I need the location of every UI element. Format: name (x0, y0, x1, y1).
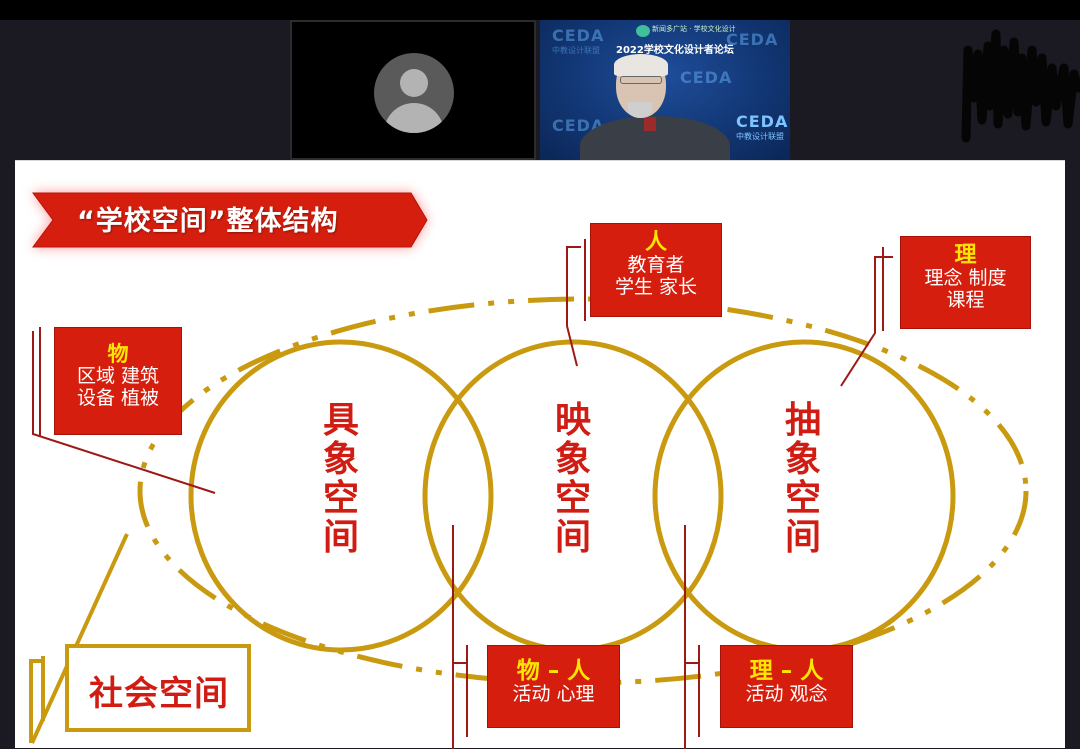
brand-watermark: CEDA (680, 68, 733, 87)
speaker-glasses (620, 76, 662, 84)
event-title: 2022学校文化设计者论坛 (616, 45, 734, 56)
circle-label-concrete-space: 具象空间 (322, 400, 359, 558)
scribble-annotation (961, 29, 1080, 143)
circle-concrete-space (188, 339, 494, 653)
label-box-things: 物 区域 建筑 设备 植被 (54, 327, 182, 435)
participant-tile-camera-off[interactable] (290, 20, 536, 160)
social-space-box: 社会空间 (65, 644, 251, 732)
circle-label-mapped-space: 映象空间 (554, 400, 591, 558)
user-avatar-icon (374, 53, 454, 133)
label-box-principles: 理 理念 制度 课程 (900, 236, 1031, 329)
slide-title-banner: “学校空间”整体结构 (27, 185, 429, 255)
event-logo-icon (636, 25, 650, 37)
top-bar (0, 0, 1080, 20)
social-space-label: 社会空间 (89, 674, 229, 714)
speaker-hair (614, 54, 668, 76)
label-box-people: 人 教育者 学生 家长 (590, 223, 722, 317)
event-logo-text: 新闻多广站 · 学校文化设计 (652, 25, 736, 33)
speaker-beard (628, 102, 652, 118)
presentation-slide: “学校空间”整体结构 (15, 160, 1065, 749)
label-box-things-people: 物 – 人 活动 心理 (487, 645, 620, 728)
circle-label-abstract-space: 抽象空间 (784, 400, 821, 558)
label-box-principles-people: 理 – 人 活动 观念 (720, 645, 853, 728)
brand-watermark: CEDA (726, 30, 779, 49)
speaker-collar (644, 117, 656, 131)
slide-title: “学校空间”整体结构 (77, 206, 339, 237)
